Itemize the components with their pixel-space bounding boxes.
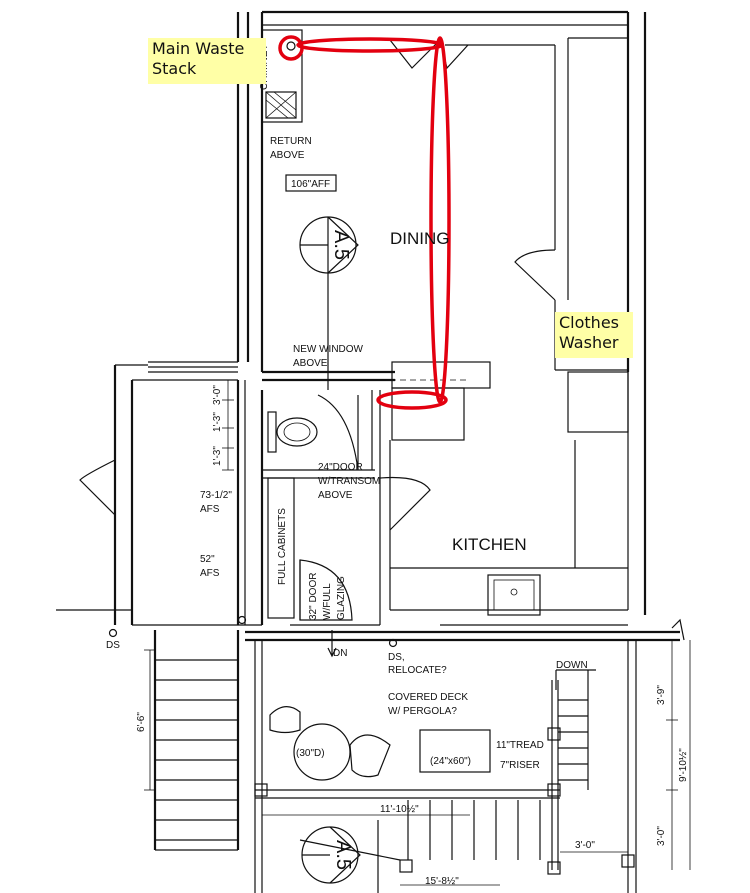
main-waste-stack-callout: Main Waste Stack	[148, 38, 266, 84]
door-24-label: W/TRANSOM	[318, 476, 380, 487]
door-32-label: 32" DOOR	[308, 573, 319, 620]
afs-label: AFS	[200, 568, 220, 579]
rect-table	[419, 729, 491, 773]
dim-label: 3'-0"	[656, 826, 667, 846]
downspout-symbol	[388, 638, 398, 648]
dining-label: DINING	[390, 229, 450, 248]
kitchen-door-swing	[379, 476, 431, 531]
full-cabinets	[267, 477, 295, 619]
dim-label: 1'-3"	[212, 412, 223, 432]
door-24-swing	[317, 394, 359, 471]
bottom-stair-treads	[407, 800, 541, 860]
waste-stack-symbol	[286, 41, 296, 51]
tread-label: 11"TREAD	[496, 740, 544, 751]
ds-label: DS	[106, 640, 120, 651]
side-entry-door	[79, 459, 116, 516]
right-stair-treads	[558, 699, 588, 781]
plan-text: CHIMNEY RETURN ABOVE 106"AFF DINING NEW …	[106, 44, 689, 887]
new-window-label: NEW WINDOW	[293, 344, 364, 355]
chair	[269, 706, 301, 734]
return-label: ABOVE	[270, 150, 305, 161]
window-counter	[391, 361, 491, 389]
left-stair-treads	[155, 659, 238, 841]
section-marker-a5-top: A.5	[299, 216, 359, 390]
dim-label: 11'-10½"	[380, 804, 419, 815]
section-label: A.5	[330, 230, 352, 260]
return-label: RETURN	[270, 136, 312, 147]
ds-relocate-label: RELOCATE?	[388, 665, 447, 676]
door-32-swing	[299, 559, 353, 621]
deck-and-stairs	[108, 615, 637, 893]
dim-label: 1'-3"	[212, 446, 223, 466]
dimension-lines	[144, 380, 691, 886]
door-32-label: GLAZING	[336, 576, 347, 620]
red-markup-route	[278, 35, 451, 410]
kitchen-sink	[487, 574, 541, 616]
afs-label: 73-1/2"	[200, 490, 232, 501]
table-label: (24"x60")	[430, 756, 471, 767]
dim-label: 9'-10½"	[678, 748, 689, 782]
dining-door-swing	[389, 39, 441, 69]
covered-deck-label: W/ PERGOLA?	[388, 706, 457, 717]
full-cabinets-label: FULL CABINETS	[277, 508, 288, 585]
dim-label: 6'-6"	[136, 712, 147, 732]
down-label: DOWN	[556, 660, 588, 671]
chair	[349, 734, 391, 778]
door-24-label: ABOVE	[318, 490, 353, 501]
downspout-symbol	[108, 628, 118, 638]
toilet	[267, 411, 318, 453]
kitchen-label: KITCHEN	[452, 535, 527, 554]
door-32-label: W/FULL	[322, 583, 333, 620]
dining-side-door	[514, 249, 556, 301]
riser-label: 7"RISER	[500, 760, 540, 771]
ds-relocate-label: DS,	[388, 652, 405, 663]
section-marker-a5-bottom: A.5	[301, 826, 361, 884]
table-label: (30"D)	[296, 748, 325, 759]
dim-label: 3'-9"	[656, 685, 667, 705]
section-label: A.5	[332, 840, 354, 870]
dn-label: DN	[333, 648, 347, 659]
clothes-washer	[567, 371, 629, 433]
dim-label: 3'-0"	[575, 840, 595, 851]
new-window-label: ABOVE	[293, 358, 328, 369]
dim-label: 3'-0"	[212, 385, 223, 405]
aff-label: 106"AFF	[291, 179, 330, 190]
door-24-label: 24"DOOR	[318, 462, 363, 473]
clothes-washer-callout: Clothes Washer	[555, 312, 633, 358]
afs-label: 52"	[200, 554, 215, 565]
afs-label: AFS	[200, 504, 220, 515]
aff-box	[285, 174, 337, 192]
covered-deck-label: COVERED DECK	[388, 692, 468, 703]
dim-label: 15'-8½"	[425, 876, 459, 887]
